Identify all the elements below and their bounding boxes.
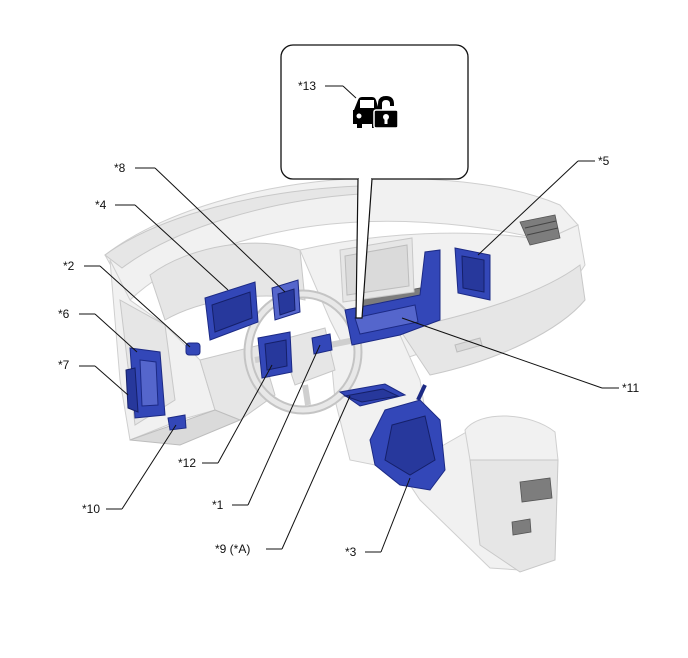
highlighted-components: [125, 247, 491, 491]
callout-2: *2: [63, 259, 75, 273]
component-1: [311, 333, 333, 355]
component-7: [125, 367, 139, 413]
callout-7: *7: [58, 358, 70, 372]
callout-5: *5: [598, 154, 610, 168]
callout-9: *9 (*A): [215, 542, 250, 556]
component-10: [167, 414, 187, 431]
callout-10: *10: [82, 502, 100, 516]
callout-6: *6: [58, 307, 70, 321]
vehicle-unlock-icon: [353, 96, 399, 129]
dashboard-illustration: [104, 177, 586, 573]
callout-12: *12: [178, 456, 196, 470]
callout-4: *4: [95, 198, 107, 212]
callout-3: *3: [345, 545, 357, 559]
callout-1: *1: [212, 498, 224, 512]
callout-labels: *8 *4 *2 *6 *7 *5 *11 *12 *10: [58, 154, 639, 559]
callout-8: *8: [114, 161, 126, 175]
inset-callout-box: *13: [280, 44, 469, 319]
callout-11: *11: [622, 381, 639, 395]
callout-13: *13: [298, 79, 316, 93]
